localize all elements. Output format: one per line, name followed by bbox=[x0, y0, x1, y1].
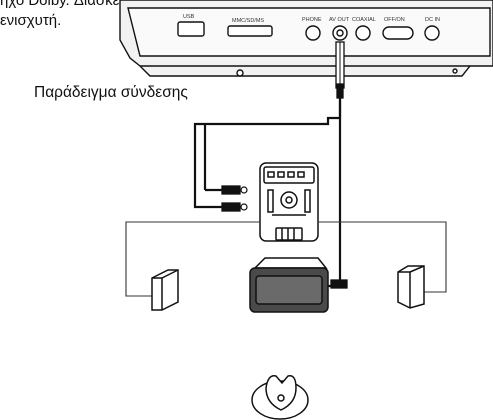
connection-example-caption: Παράδειγμα σύνδεσης bbox=[34, 84, 188, 101]
amplifier bbox=[259, 162, 319, 242]
port-labels: USB MMC/SD/MS PHONE AV OUT COAXIAL OFF/O… bbox=[183, 14, 440, 24]
subwoofer bbox=[249, 257, 329, 313]
right-speaker bbox=[397, 265, 425, 309]
listener-icon bbox=[251, 375, 309, 420]
phone-label: PHONE bbox=[302, 17, 322, 23]
phone-jack bbox=[305, 25, 321, 41]
dc-in-jack bbox=[424, 25, 440, 41]
dc-in-label: DC IN bbox=[425, 17, 440, 23]
intro-line-2: ενισχυτή. bbox=[0, 12, 62, 29]
portable-player-device bbox=[119, 0, 493, 77]
av-out-label: AV OUT bbox=[329, 17, 350, 23]
coaxial-label: COAXIAL bbox=[352, 17, 376, 23]
mmc-label: MMC/SD/MS bbox=[232, 18, 264, 24]
coaxial-jack bbox=[355, 25, 371, 41]
usb-label: USB bbox=[183, 14, 195, 20]
av-cable bbox=[193, 41, 348, 289]
speaker-wires bbox=[125, 221, 447, 297]
off-on-label: OFF/ON bbox=[384, 17, 405, 23]
power-switch bbox=[382, 26, 414, 40]
left-speaker bbox=[151, 269, 179, 311]
card-slot bbox=[227, 25, 273, 37]
usb-port bbox=[177, 21, 205, 37]
